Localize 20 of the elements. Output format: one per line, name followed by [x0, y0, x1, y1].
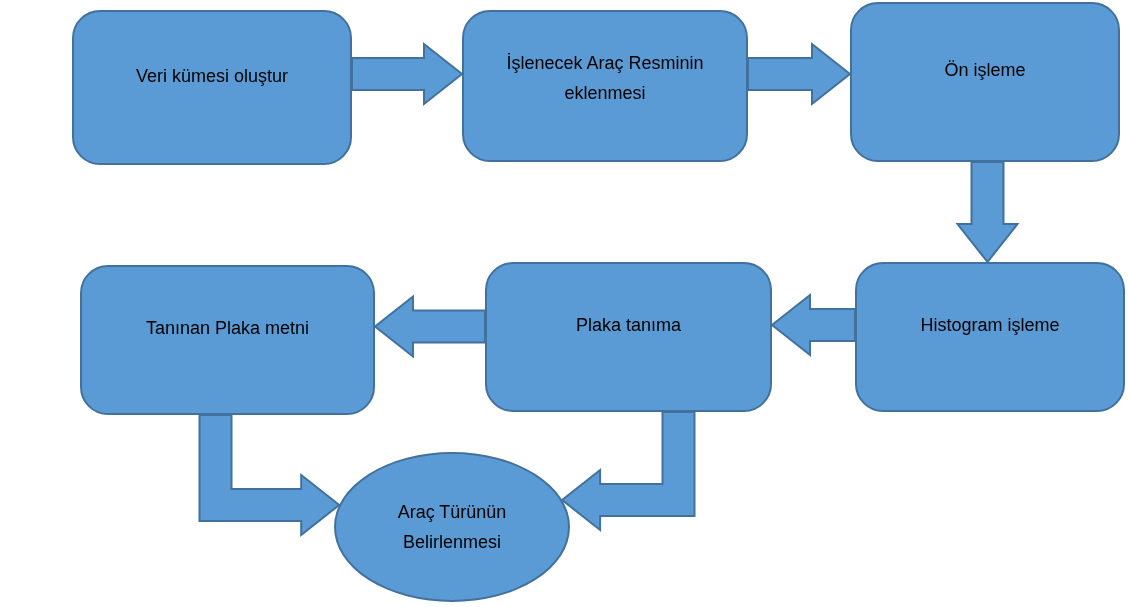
process-box: [462, 10, 748, 162]
node-text: İşlenecek Araç Resminin eklenmesi: [505, 52, 705, 105]
process-box: [855, 262, 1125, 412]
process-box: [80, 265, 375, 415]
node-text: Tanınan Plaka metni: [145, 317, 310, 340]
block-arrow: [351, 41, 464, 107]
node-text: Histogram işleme: [920, 314, 1060, 337]
block-arrow: [747, 41, 852, 107]
block-arrow: [373, 294, 486, 359]
block-arrow: [955, 161, 1020, 264]
process-box: [850, 2, 1120, 162]
process-box: [485, 262, 772, 412]
block-arrow: [198, 414, 341, 538]
process-box: [72, 10, 352, 165]
node-text: Plaka tanıma: [575, 314, 682, 337]
node-text: Ön işleme: [944, 59, 1026, 82]
block-arrow: [770, 292, 856, 358]
node-text: Veri kümesi oluştur: [135, 64, 289, 88]
block-arrow: [560, 411, 696, 533]
node-text: Araç Türünün Belirlenmesi: [396, 501, 508, 554]
